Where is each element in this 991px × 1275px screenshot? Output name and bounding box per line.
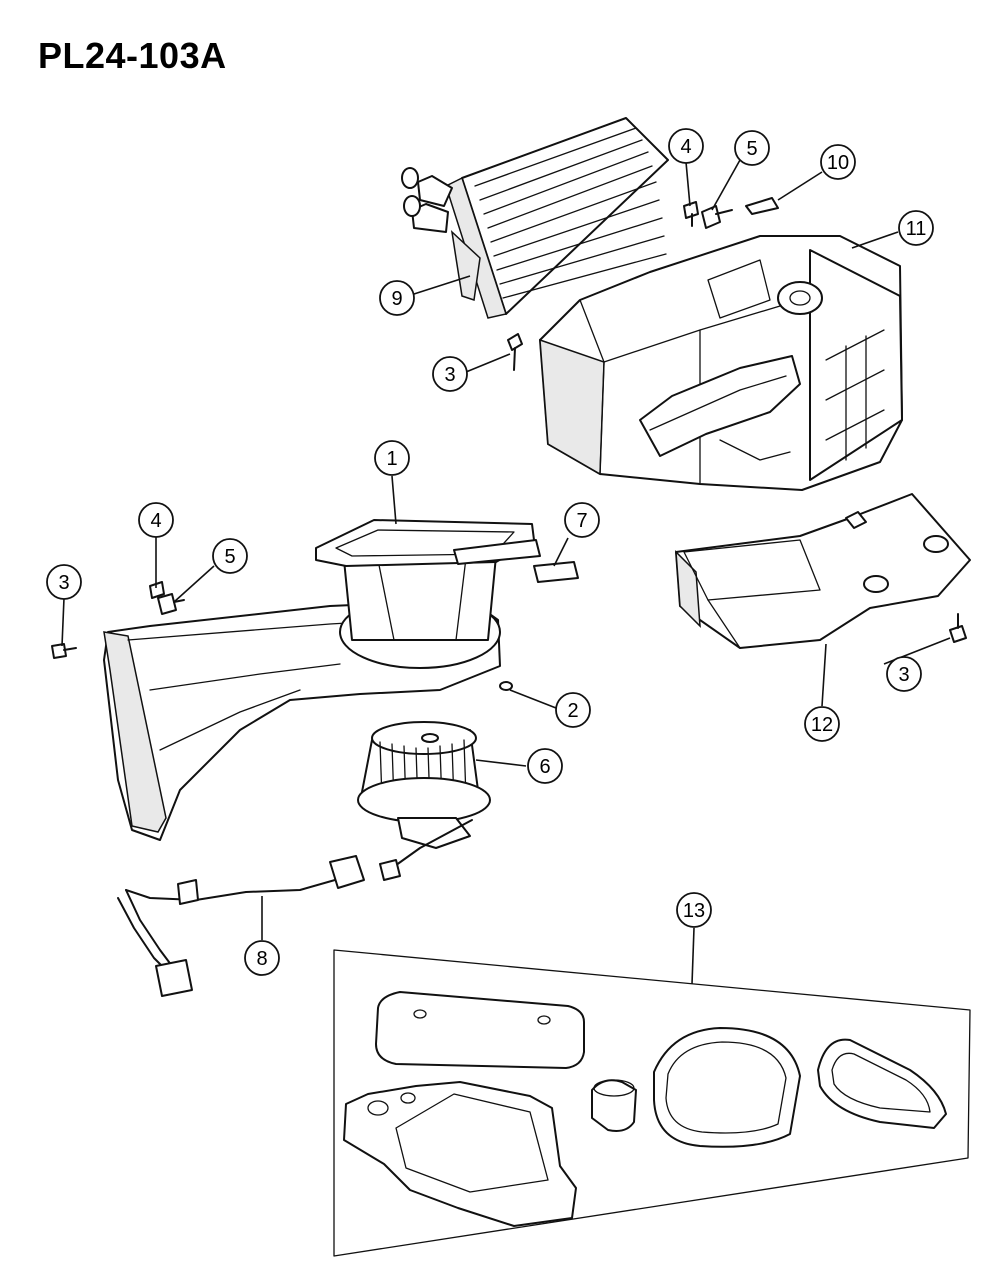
- svg-text:2: 2: [567, 700, 578, 722]
- svg-text:9: 9: [391, 288, 402, 310]
- svg-text:3: 3: [58, 572, 69, 594]
- blower-motor: [357, 721, 491, 849]
- svg-text:3: 3: [444, 364, 455, 386]
- callout-3-left: 3: [46, 564, 82, 600]
- callout-11: 11: [898, 210, 934, 246]
- svg-text:10: 10: [827, 152, 849, 174]
- clip-10: [745, 197, 779, 215]
- callout-4-upper: 4: [668, 128, 704, 164]
- svg-text:3: 3: [898, 664, 909, 686]
- nut-left-5: [157, 593, 185, 615]
- screw-right-3: [949, 613, 967, 643]
- heater-core: [401, 117, 669, 319]
- callout-13: 13: [676, 892, 712, 928]
- seal-ring-small: [817, 1038, 947, 1129]
- screw-upper-3: [507, 333, 523, 371]
- seal-kit: [333, 949, 971, 1257]
- svg-text:5: 5: [746, 138, 757, 160]
- wiring-harness: [117, 819, 473, 997]
- svg-text:12: 12: [811, 714, 833, 736]
- callout-8: 8: [244, 940, 280, 976]
- callout-9: 9: [379, 280, 415, 316]
- seal-plug: [591, 1079, 637, 1132]
- seal-plate: [343, 1081, 577, 1227]
- callout-10: 10: [820, 144, 856, 180]
- screw-left-4: [149, 581, 165, 599]
- svg-text:7: 7: [576, 510, 587, 532]
- svg-text:1: 1: [386, 448, 397, 470]
- callout-3-upper: 3: [432, 356, 468, 392]
- svg-text:4: 4: [680, 136, 691, 158]
- svg-text:8: 8: [256, 948, 267, 970]
- screw-left-3: [51, 643, 77, 659]
- svg-text:6: 6: [539, 756, 550, 778]
- leader-lines: [61, 159, 951, 985]
- svg-text:11: 11: [906, 218, 927, 240]
- callout-5-upper: 5: [734, 130, 770, 166]
- callout-7: 7: [564, 502, 600, 538]
- callout-1: 1: [374, 440, 410, 476]
- screw-upper-4: [683, 201, 699, 227]
- svg-text:13: 13: [683, 900, 705, 922]
- seal-ring-large: [653, 1027, 801, 1148]
- distribution-duct: [675, 493, 971, 649]
- callout-3-right: 3: [886, 656, 922, 692]
- svg-text:5: 5: [224, 546, 235, 568]
- callout-4-left: 4: [138, 502, 174, 538]
- blower-housing: [103, 519, 579, 841]
- page-title: PL24-103A: [38, 35, 227, 76]
- callout-2: 2: [555, 692, 591, 728]
- nut-upper-5: [701, 205, 733, 229]
- svg-text:4: 4: [150, 510, 161, 532]
- callout-5-left: 5: [212, 538, 248, 574]
- callout-12: 12: [804, 706, 840, 742]
- hvac-housing: [539, 235, 903, 491]
- seal-pad: [375, 991, 585, 1069]
- callout-6: 6: [527, 748, 563, 784]
